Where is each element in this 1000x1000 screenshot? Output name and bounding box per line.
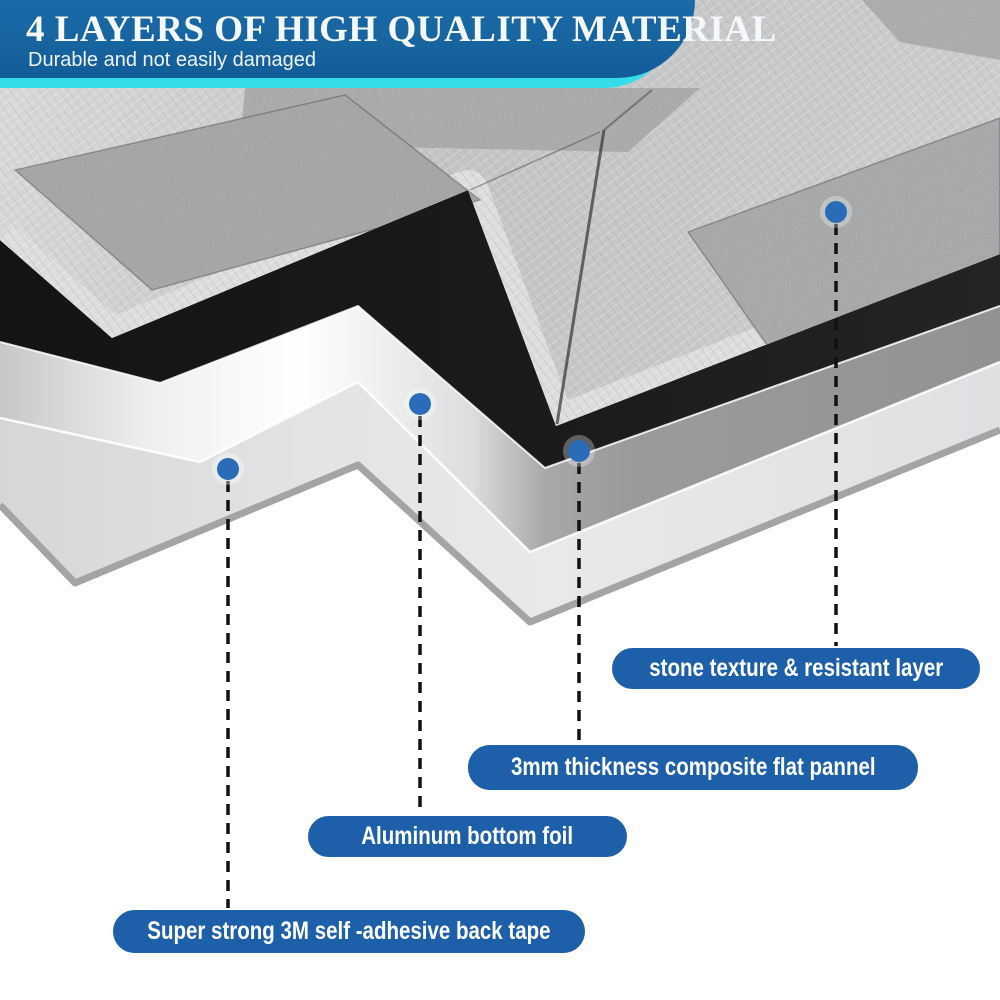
- callout-label-text: Super strong 3M self -adhesive back tape: [147, 917, 551, 945]
- callout-dots: [212, 196, 852, 485]
- tape-bottom-edge: [0, 426, 1000, 626]
- black-bottom-seam: [0, 304, 1000, 470]
- aluminum-foil-layer: [0, 306, 1000, 554]
- leader-lines: [226, 224, 838, 908]
- callout-label-text: stone texture & resistant layer: [649, 654, 943, 682]
- callout-label-stone-layer: stone texture & resistant layer: [612, 648, 980, 689]
- page-subtitle: Durable and not easily damaged: [28, 49, 316, 71]
- callout-label-aluminum-foil: Aluminum bottom foil: [308, 816, 627, 857]
- page-title: 4 LAYERS OF HIGH QUALITY MATERIAL: [26, 9, 777, 50]
- black-composite-panel: [0, 190, 1000, 470]
- header-banner: 4 LAYERS OF HIGH QUALITY MATERIAL Durabl…: [0, 0, 776, 78]
- adhesive-tape-layer: [0, 362, 1000, 626]
- callout-label-text: Aluminum bottom foil: [361, 822, 574, 850]
- callout-label-text: 3mm thickness composite flat pannel: [510, 753, 876, 781]
- tile-seam-lines: [13, 89, 1000, 425]
- callout-label-composite-panel: 3mm thickness composite flat pannel: [468, 745, 918, 790]
- dot-stone-layer: [820, 196, 852, 228]
- dot-back-tape: [212, 453, 244, 485]
- foil-bottom-seam: [0, 360, 1000, 554]
- callout-label-back-tape: Super strong 3M self -adhesive back tape: [113, 910, 585, 953]
- dot-aluminum-foil: [404, 388, 436, 420]
- dot-composite-panel: [563, 435, 595, 467]
